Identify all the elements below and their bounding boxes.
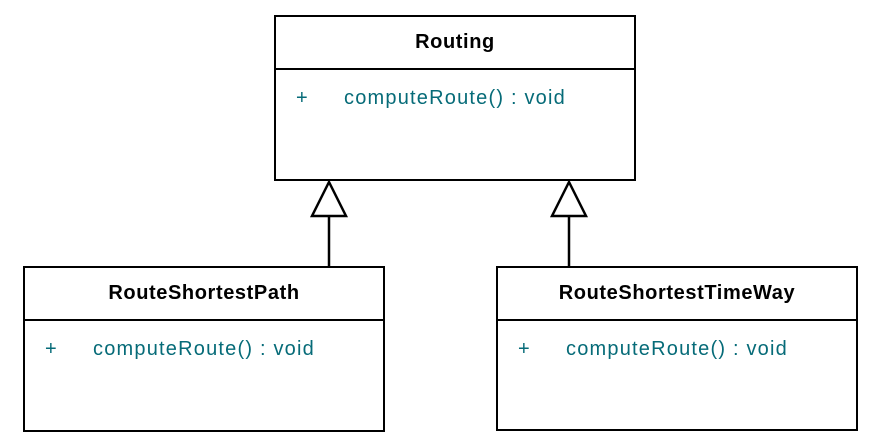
class-name-routing: Routing (276, 17, 634, 70)
member-row: + computeRoute() : void (518, 338, 852, 361)
generalization-arrowhead-icon (549, 179, 589, 218)
class-members-route-shortest-path: + computeRoute() : void (25, 321, 383, 430)
class-name-route-shortest-time-way: RouteShortestTimeWay (498, 268, 856, 321)
generalization-route-shortest-time-way-to-routing (549, 179, 589, 266)
visibility-symbol: + (45, 338, 58, 360)
class-box-routing: Routing + computeRoute() : void (274, 15, 636, 181)
member-row: + computeRoute() : void (296, 87, 630, 110)
visibility-symbol: + (518, 338, 531, 360)
member-signature: computeRoute() : void (344, 87, 566, 109)
member-signature: computeRoute() : void (566, 338, 788, 360)
class-members-routing: + computeRoute() : void (276, 70, 634, 179)
member-signature: computeRoute() : void (93, 338, 315, 360)
class-box-route-shortest-path: RouteShortestPath + computeRoute() : voi… (23, 266, 385, 432)
generalization-arrowhead-icon (309, 179, 349, 218)
class-name-route-shortest-path: RouteShortestPath (25, 268, 383, 321)
generalization-route-shortest-path-to-routing (309, 179, 349, 266)
member-row: + computeRoute() : void (45, 338, 379, 361)
class-box-route-shortest-time-way: RouteShortestTimeWay + computeRoute() : … (496, 266, 858, 431)
class-members-route-shortest-time-way: + computeRoute() : void (498, 321, 856, 429)
visibility-symbol: + (296, 87, 309, 109)
